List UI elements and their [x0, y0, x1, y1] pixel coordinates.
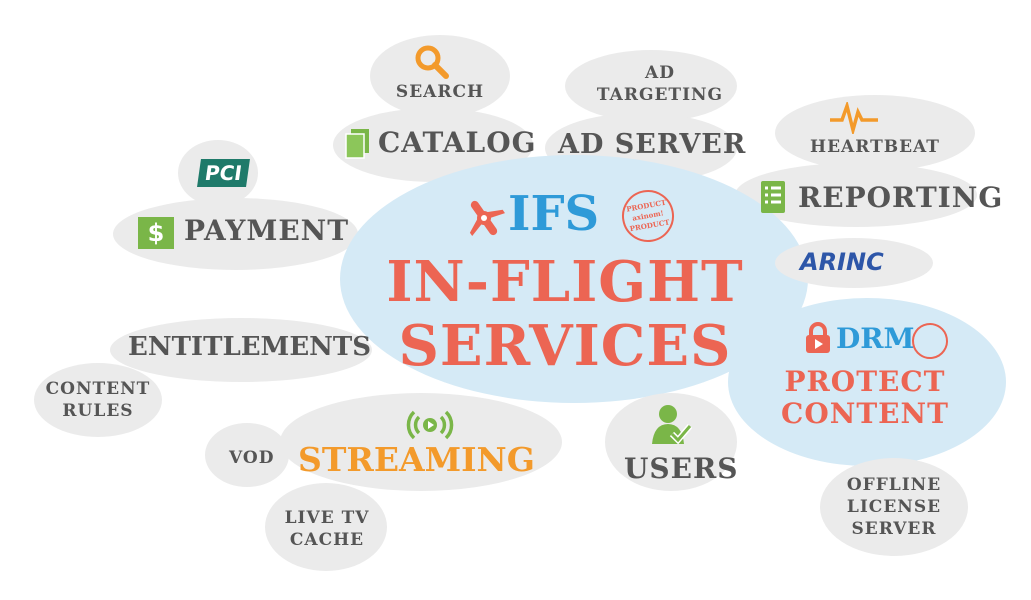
offline-line1: OFFLINE	[846, 475, 942, 495]
live-tv-line2: CACHE	[289, 530, 365, 550]
content-rules-line2: RULES	[62, 401, 134, 421]
vod-label: VOD	[229, 448, 275, 468]
ad-server-label: AD SERVER	[558, 129, 747, 160]
offline-line3: SERVER	[851, 519, 937, 539]
search-label: SEARCH	[395, 82, 485, 102]
airplane-icon	[469, 200, 505, 237]
catalog-icon	[345, 129, 369, 159]
content-rules-line1: CONTENT	[45, 379, 151, 399]
heartbeat-bubble	[775, 95, 975, 171]
ad-targeting-bubble	[565, 50, 737, 122]
users-label: USERS	[624, 452, 739, 485]
live-tv-line1: LIVE TV	[284, 508, 370, 528]
offline-bubble	[820, 458, 968, 556]
streaming-bubble	[280, 393, 562, 491]
center-title-line2: SERVICES	[398, 313, 732, 379]
dollar-icon: $	[138, 217, 174, 249]
heartbeat-label: HEARTBEAT	[810, 137, 940, 157]
entitlements-bubble	[110, 318, 372, 382]
heartbeat-icon	[830, 102, 878, 134]
drm-logo: DRM	[836, 322, 915, 355]
arinc-logo: ARINC	[800, 248, 884, 276]
user-icon	[652, 405, 692, 445]
live-tv-bubble	[265, 483, 387, 571]
center-title-line1: IN-FLIGHT	[386, 249, 744, 315]
lock-icon	[806, 322, 830, 353]
drm-bubble	[728, 298, 1006, 466]
content-rules-bubble	[34, 363, 162, 437]
reporting-label: REPORTING	[798, 181, 1004, 214]
reporting-icon	[761, 181, 785, 213]
ad-targeting-line1: AD	[645, 63, 675, 83]
center-bubble	[340, 155, 808, 403]
vod-bubble	[205, 423, 289, 487]
pci-logo: PCI	[197, 159, 250, 187]
offline-line2: LICENSE	[846, 497, 942, 517]
drm-title-line1: PROTECT	[784, 365, 946, 398]
catalog-label: CATALOG	[378, 126, 537, 159]
ifs-logo: IFS	[508, 186, 600, 242]
streaming-label: STREAMING	[298, 440, 535, 479]
ad-targeting-line2: TARGETING	[596, 85, 724, 105]
drm-title-line2: CONTENT	[781, 397, 949, 430]
search-bubble	[370, 35, 510, 117]
entitlements-label: ENTITLEMENTS	[128, 332, 372, 362]
streaming-icon	[406, 410, 454, 440]
payment-label: PAYMENT	[184, 214, 350, 247]
search-icon	[415, 45, 449, 79]
arinc-bubble	[775, 238, 933, 288]
